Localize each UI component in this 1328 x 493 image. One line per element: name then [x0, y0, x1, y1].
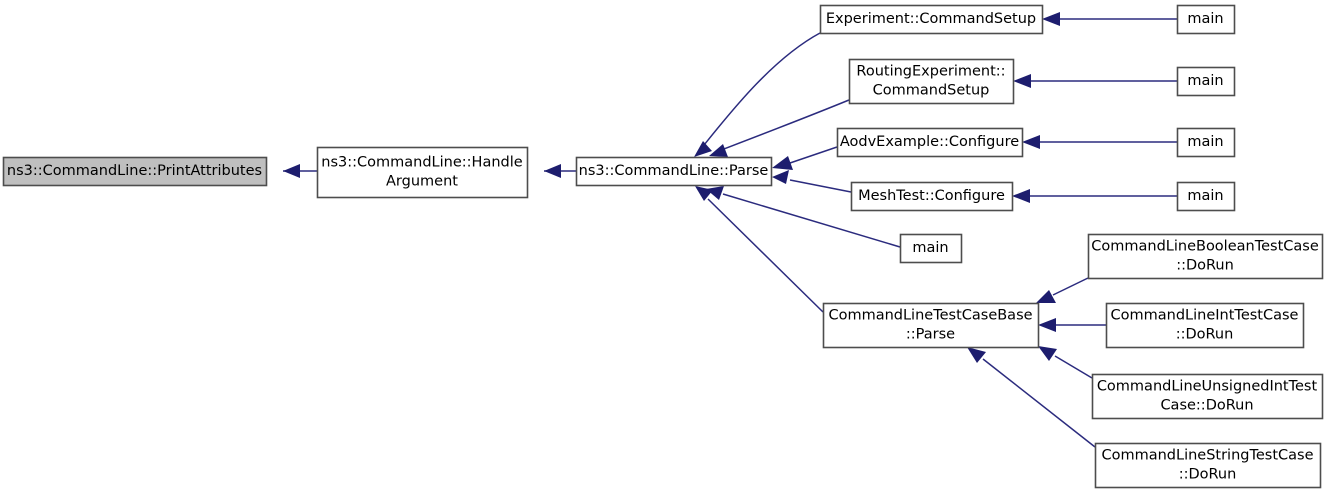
arrowhead-icon [695, 186, 713, 201]
graph-node-parse[interactable]: ns3::CommandLine::Parse [575, 156, 773, 187]
node-label: main [1187, 188, 1223, 204]
arrowhead-icon [1042, 12, 1060, 26]
call-edge-int_testcase_dorun-to-testcasebase_parse [1038, 318, 1106, 332]
node-box[interactable] [1087, 233, 1324, 280]
node-label: ns3::CommandLine::Parse [579, 163, 769, 179]
call-edge-experiment_commandsetup-to-parse [694, 32, 821, 157]
node-label: MeshTest::Configure [858, 188, 1005, 204]
edge-line [982, 358, 1096, 448]
graph-node-main_3[interactable]: main [1176, 127, 1236, 158]
arrowhead-icon [1022, 135, 1040, 149]
call-edge-routing_experiment_commandsetup-to-parse [709, 99, 850, 157]
arrowhead-icon [772, 156, 793, 170]
call-edge-testcasebase_parse-to-parse [695, 186, 824, 313]
node-label: ns3::CommandLine::PrintAttributes [7, 163, 262, 179]
nodes-layer: ns3::CommandLine::PrintAttributes ns3::Co… [2, 4, 1324, 489]
node-label: Experiment::CommandSetup [826, 11, 1036, 27]
arrowhead-icon [1013, 74, 1031, 88]
node-box[interactable] [316, 146, 529, 199]
node-box[interactable] [1091, 373, 1324, 420]
call-edge-mesh_test_configure-to-parse [772, 170, 852, 193]
arrowhead-icon [1038, 318, 1056, 332]
node-label: AodvExample::Configure [840, 134, 1019, 150]
node-label: main [1187, 134, 1223, 150]
node-box[interactable] [1094, 442, 1322, 489]
graph-node-experiment_commandsetup[interactable]: Experiment::CommandSetup [819, 4, 1044, 35]
edge-line [722, 193, 901, 248]
node-box[interactable] [819, 4, 1044, 35]
node-label: CommandLineStringTestCase::DoRun [1101, 448, 1313, 483]
edge-line [789, 179, 852, 193]
arrowhead-icon [1038, 346, 1057, 361]
arrowhead-icon [709, 144, 728, 157]
edge-line [1054, 355, 1093, 379]
graph-node-testcasebase_parse[interactable]: CommandLineTestCaseBase::Parse [822, 302, 1040, 349]
node-label: main [1187, 73, 1223, 89]
edge-line [699, 32, 821, 151]
graph-node-print_attributes: ns3::CommandLine::PrintAttributes [2, 156, 268, 187]
graph-node-aodv_example_configure[interactable]: AodvExample::Configure [836, 127, 1024, 158]
node-label: main [912, 240, 948, 256]
node-label: main [1187, 11, 1223, 27]
call-edge-main_1-to-experiment_commandsetup [1042, 12, 1177, 26]
node-box[interactable] [1176, 127, 1236, 158]
graph-node-routing_experiment_commandsetup[interactable]: RoutingExperiment::CommandSetup [848, 58, 1015, 105]
graph-node-string_testcase_dorun[interactable]: CommandLineStringTestCase::DoRun [1094, 442, 1322, 489]
node-box[interactable] [848, 58, 1015, 105]
node-box[interactable] [575, 156, 773, 187]
call-edge-handle_argument-to-print_attributes [283, 164, 317, 178]
call-edge-uint_testcase_dorun-to-testcasebase_parse [1038, 346, 1093, 379]
call-edge-parse-to-handle_argument [544, 164, 576, 178]
graph-node-main_2[interactable]: main [1176, 66, 1236, 97]
graph-node-int_testcase_dorun[interactable]: CommandLineIntTestCase::DoRun [1105, 302, 1305, 349]
arrowhead-icon [283, 164, 300, 178]
node-label: RoutingExperiment::CommandSetup [856, 64, 1005, 99]
arrowhead-icon [967, 347, 986, 363]
call-edge-main_4-to-mesh_test_configure [1012, 189, 1177, 203]
call-edge-bool_testcase_dorun-to-testcasebase_parse [1036, 277, 1089, 303]
edge-line [707, 198, 824, 313]
arrowhead-icon [694, 141, 712, 157]
graph-node-main_mid[interactable]: main [899, 233, 963, 264]
node-box[interactable] [1176, 4, 1236, 35]
edges-layer [283, 12, 1177, 448]
edge-line [789, 146, 838, 164]
node-box[interactable] [822, 302, 1040, 349]
node-box[interactable] [899, 233, 963, 264]
node-label: CommandLineIntTestCase::DoRun [1111, 308, 1299, 343]
node-box[interactable] [836, 127, 1024, 158]
arrowhead-icon [544, 164, 561, 178]
edge-line [715, 99, 850, 153]
node-box[interactable] [1176, 181, 1236, 212]
graph-node-mesh_test_configure[interactable]: MeshTest::Configure [850, 181, 1014, 212]
arrowhead-icon [772, 170, 789, 184]
arrowhead-icon [1036, 290, 1056, 303]
call-edge-aodv_example_configure-to-parse [772, 146, 838, 170]
graph-node-main_4[interactable]: main [1176, 181, 1236, 212]
call-edge-string_testcase_dorun-to-testcasebase_parse [967, 347, 1096, 448]
call-edge-main_3-to-aodv_example_configure [1022, 135, 1177, 149]
node-box[interactable] [850, 181, 1014, 212]
node-label: CommandLineTestCaseBase::Parse [828, 308, 1032, 343]
arrowhead-icon [1012, 189, 1030, 203]
edge-line [1052, 277, 1089, 296]
node-box [2, 156, 268, 187]
graph-node-bool_testcase_dorun[interactable]: CommandLineBooleanTestCase::DoRun [1087, 233, 1324, 280]
node-label: CommandLineBooleanTestCase::DoRun [1091, 239, 1319, 274]
node-box[interactable] [1105, 302, 1305, 349]
graph-node-main_1[interactable]: main [1176, 4, 1236, 35]
node-box[interactable] [1176, 66, 1236, 97]
call-edge-main_2-to-routing_experiment_commandsetup [1013, 74, 1177, 88]
